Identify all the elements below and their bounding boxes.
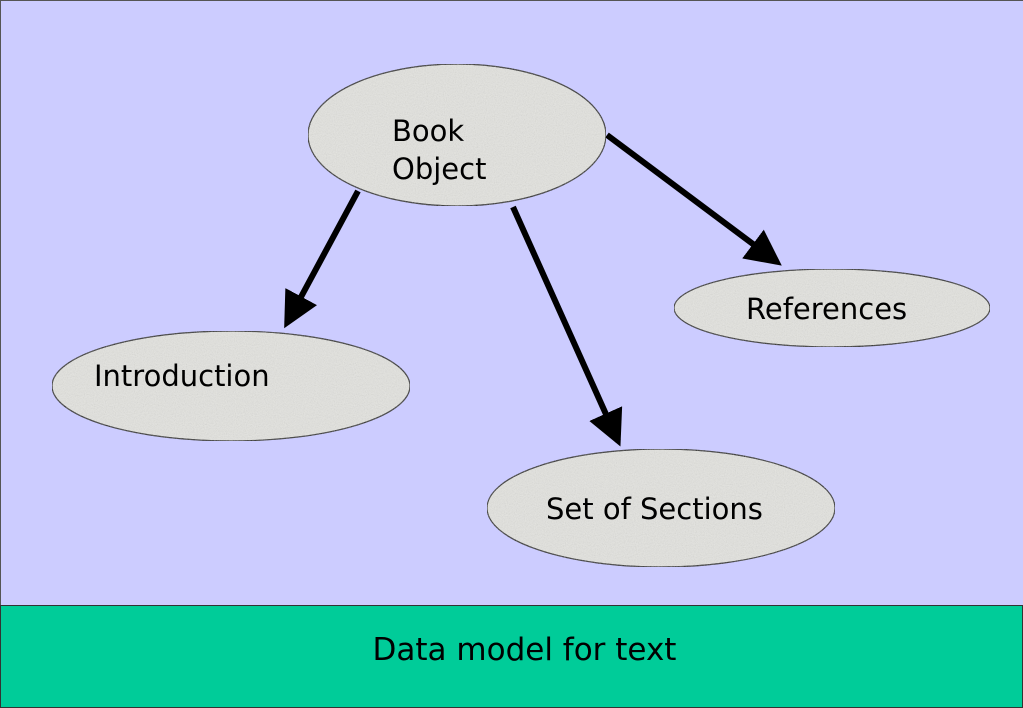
caption-text: Data model for text — [372, 631, 677, 668]
caption-bar: Data model for text — [0, 605, 1023, 708]
introduction-label: Introduction — [94, 359, 270, 393]
diagram-canvas — [1, 1, 1023, 606]
set-of-sections-label: Set of Sections — [546, 492, 763, 526]
arrow-book-to-introduction — [284, 189, 361, 329]
arrow-book-to-references — [605, 132, 782, 266]
arrow-book-to-sections — [510, 205, 623, 447]
book-object-label: Book Object — [392, 112, 486, 188]
book-object-label-line2: Object — [392, 152, 487, 186]
node-references — [673, 268, 991, 348]
node-set-of-sections — [486, 448, 836, 568]
diagram-area: Book Object Introduction References Set … — [0, 0, 1023, 606]
node-introduction — [51, 330, 411, 442]
node-book-object — [307, 63, 607, 207]
references-label: References — [746, 292, 908, 326]
book-object-label-line1: Book — [392, 114, 465, 148]
